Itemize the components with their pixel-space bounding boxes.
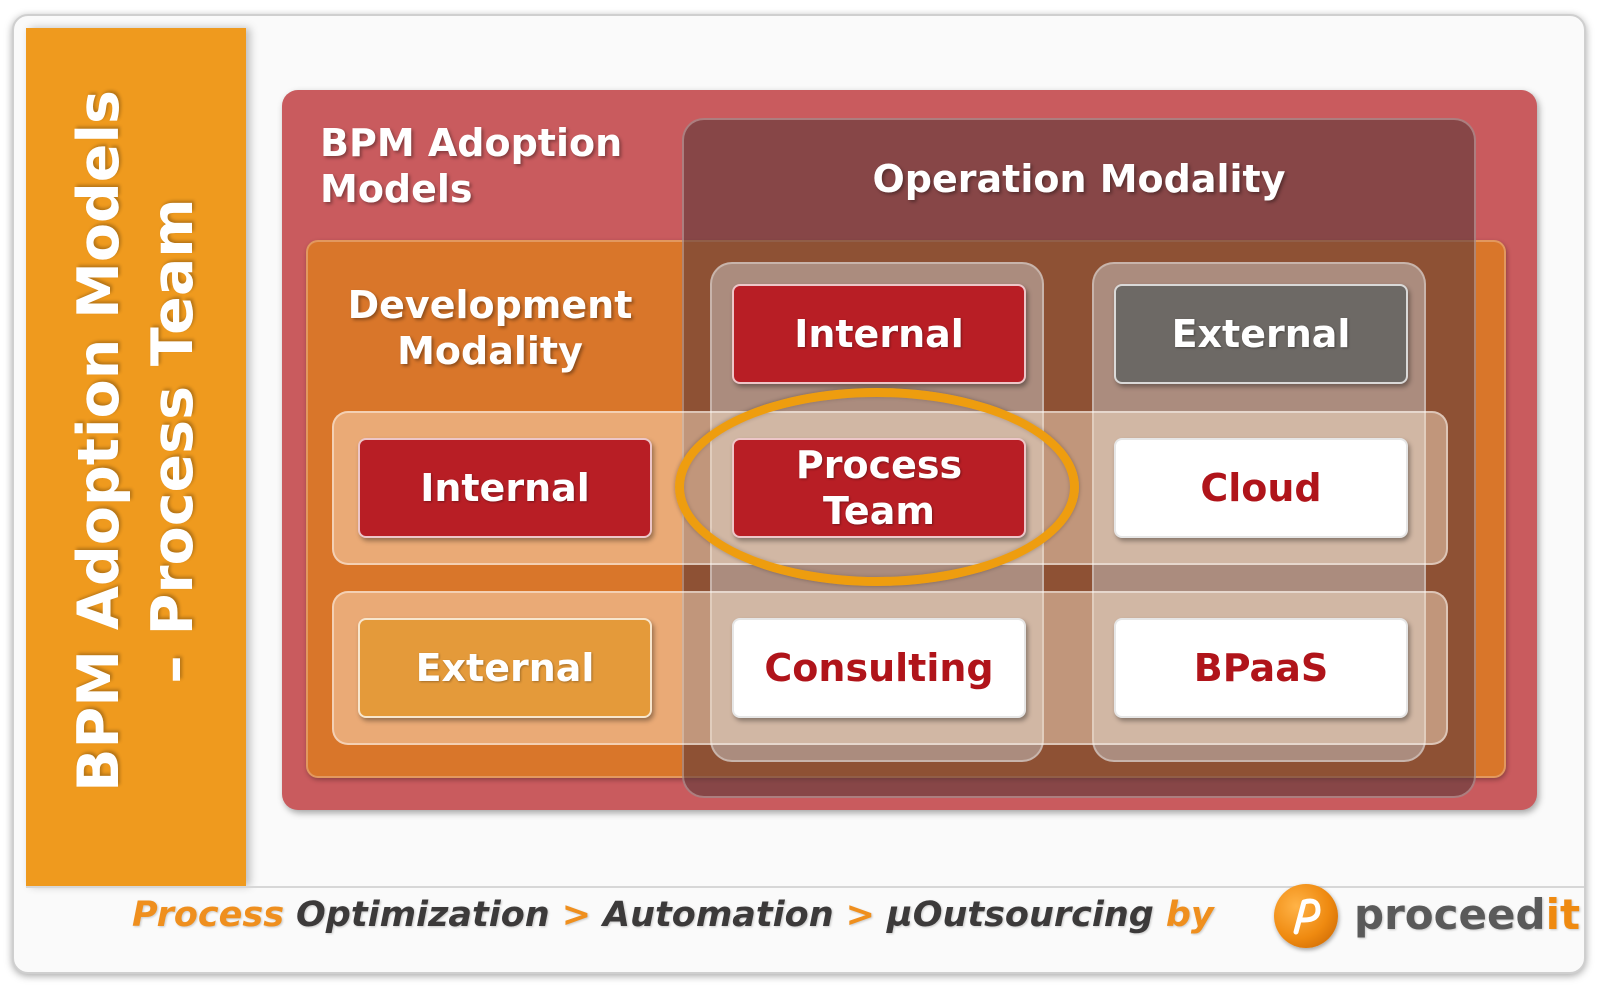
- footer-divider: [26, 886, 1584, 888]
- logo-text-main: procee: [1354, 890, 1516, 939]
- cell-cloud: Cloud: [1114, 438, 1408, 538]
- operation-external-header: External: [1114, 284, 1408, 384]
- sidebar-title: BPM Adoption Models – Process Team: [66, 90, 206, 792]
- footer-word-outsourcing: µOutsourcing: [886, 895, 1154, 935]
- logo-text-accent: it: [1545, 890, 1581, 939]
- proceedit-logo-text: proceedit: [1354, 882, 1580, 948]
- operation-modality-title: Operation Modality: [872, 157, 1286, 201]
- footer-separator-1: >: [561, 895, 592, 935]
- cell-bpaas: BPaaS: [1114, 618, 1408, 718]
- development-external-header: External: [358, 618, 652, 718]
- footer-separator-2: >: [845, 895, 875, 935]
- development-internal-header: Internal: [358, 438, 652, 538]
- process-team-highlight-ring: [675, 388, 1079, 586]
- bpm-adoption-models-title: BPM Adoption Models: [320, 121, 623, 211]
- proceedit-logo-icon: [1274, 884, 1338, 948]
- cell-consulting: Consulting: [732, 618, 1026, 718]
- footer-word-automation: Automation: [603, 895, 834, 935]
- sidebar: BPM Adoption Models – Process Team: [26, 28, 246, 886]
- footer-tagline: Process Optimization > Automation > µOut…: [132, 880, 1252, 950]
- footer-word-optimization: Optimization: [296, 895, 550, 935]
- operation-internal-header: Internal: [732, 284, 1026, 384]
- footer-word-process: Process: [132, 895, 285, 935]
- development-modality-title: Development Modality: [347, 283, 633, 373]
- footer-word-by: by: [1165, 895, 1214, 935]
- logo-text-d: d: [1515, 890, 1546, 939]
